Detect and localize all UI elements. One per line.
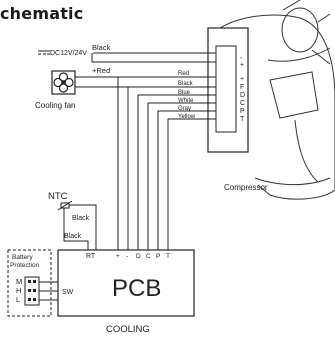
jumper-header-icon <box>24 276 40 306</box>
protection-level-label: M <box>16 277 22 286</box>
power-input-symbol <box>38 50 50 55</box>
pcb-pin-label: P <box>156 253 160 260</box>
terminal-label: + <box>240 62 244 69</box>
supply-voltage-label: DC12V/24V <box>50 50 87 57</box>
terminal-label: F <box>240 84 244 91</box>
pcb-sw-label: SW <box>62 289 74 296</box>
terminal-label: T <box>240 116 245 123</box>
terminal-label: - <box>240 55 243 62</box>
fan-wire-label: Red <box>178 71 189 77</box>
terminal-label: C <box>240 100 245 107</box>
compressor-label: Compressor <box>224 183 268 192</box>
fan-wires <box>75 76 216 88</box>
ntc-wire-label: Black <box>64 233 82 240</box>
jumper-wires <box>39 281 58 301</box>
cooling-fan-label: Cooling fan <box>35 101 75 110</box>
compressor-drawing <box>207 0 335 200</box>
battery-protection-label: Protection <box>10 262 40 269</box>
terminal-label: D <box>240 92 245 99</box>
pcb-compressor-wires <box>117 77 216 250</box>
pcb-pin-label: D <box>136 253 141 260</box>
compressor-wire-label: Gray <box>178 106 191 112</box>
page-title: chematic <box>0 4 84 23</box>
compressor-wire-label: White <box>178 98 194 104</box>
pcb-pin-label: - <box>126 253 128 260</box>
power-negative-label: Black <box>92 43 111 52</box>
terminal-label: P <box>240 108 245 115</box>
ntc-wires <box>63 204 97 250</box>
compressor-wire-label: Blue <box>178 90 191 96</box>
protection-level-label: H <box>16 286 21 295</box>
pcb-rt-label: RT <box>86 253 96 260</box>
pcb-label: PCB <box>112 275 161 302</box>
battery-protection-box <box>7 249 52 317</box>
power-positive-label: +Red <box>92 66 110 75</box>
pcb-board <box>57 249 195 317</box>
fan-wire-label: Black <box>178 81 194 87</box>
compressor-terminal-strip <box>215 45 237 133</box>
ntc-label: NTC <box>48 191 68 202</box>
power-wires <box>91 52 216 63</box>
cooling-fan-icon <box>51 70 76 95</box>
pcb-pin-label: C <box>146 253 151 260</box>
pcb-pin-label: + <box>116 253 120 260</box>
terminal-label: + <box>240 76 244 83</box>
diagram-caption: COOLING <box>106 324 150 335</box>
ntc-wire-label: Black <box>72 215 90 222</box>
pcb-pin-label: T <box>166 253 170 260</box>
protection-level-label: L <box>16 295 20 304</box>
battery-protection-label: Battery <box>12 254 33 261</box>
compressor-wire-label: Yellow <box>178 114 196 120</box>
